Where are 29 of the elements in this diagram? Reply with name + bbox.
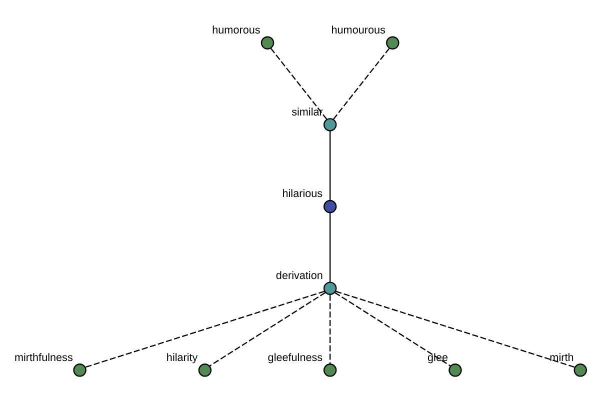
connector <box>336 290 575 368</box>
node-label: hilarity <box>166 351 198 364</box>
node-label: gleefulness <box>268 351 323 364</box>
node-circle <box>386 36 400 49</box>
node-label: humorous <box>212 24 260 36</box>
node-label: hilarious <box>282 188 323 200</box>
node-label: glee <box>428 351 448 364</box>
node-circle <box>323 118 337 131</box>
connector <box>333 47 390 120</box>
node-circle <box>260 36 274 49</box>
node-label: humourous <box>331 24 386 36</box>
connector <box>270 47 328 120</box>
connector <box>85 290 325 368</box>
node-circle <box>323 199 337 213</box>
connector <box>334 292 451 366</box>
node-circle <box>73 363 86 376</box>
connector <box>329 212 331 282</box>
connector <box>209 292 326 366</box>
node-circle <box>323 363 337 376</box>
node-label: similar <box>292 106 323 118</box>
node-circle <box>448 363 462 376</box>
connector <box>329 294 331 364</box>
node-label: mirth <box>550 351 574 364</box>
node-label: mirthfulness <box>14 351 73 364</box>
connector <box>329 130 331 200</box>
node-circle <box>574 363 587 376</box>
node-label: derivation <box>276 269 323 282</box>
node-circle <box>198 363 212 376</box>
node-circle <box>323 281 337 294</box>
